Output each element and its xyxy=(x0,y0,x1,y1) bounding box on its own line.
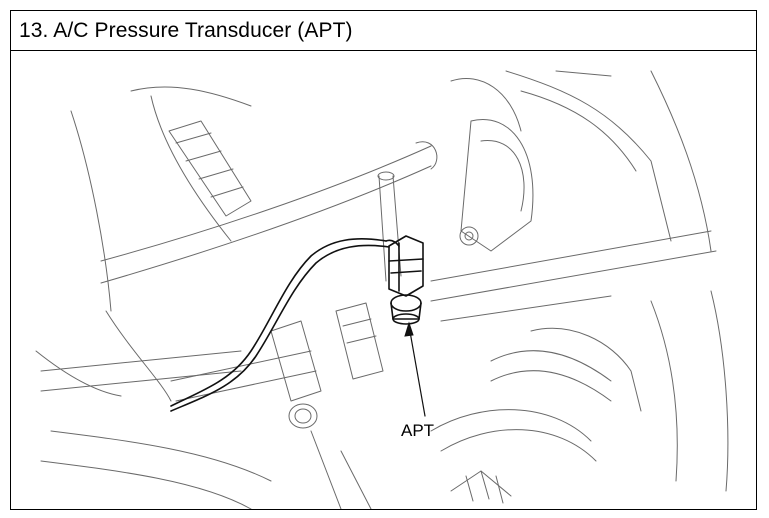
figure-title: 13. A/C Pressure Transducer (APT) xyxy=(19,18,353,42)
apt-callout-label: APT xyxy=(401,421,434,440)
line-drawing: APT xyxy=(35,70,729,509)
wiring-harness xyxy=(170,238,400,412)
apt-sensor xyxy=(388,235,424,325)
engine-bay-background-lines xyxy=(35,70,729,509)
engine-bay-illustration: APT xyxy=(11,51,756,509)
title-bar: 13. A/C Pressure Transducer (APT) xyxy=(11,11,756,51)
figure-frame: 13. A/C Pressure Transducer (APT) xyxy=(10,10,757,510)
apt-callout: APT xyxy=(401,321,434,440)
